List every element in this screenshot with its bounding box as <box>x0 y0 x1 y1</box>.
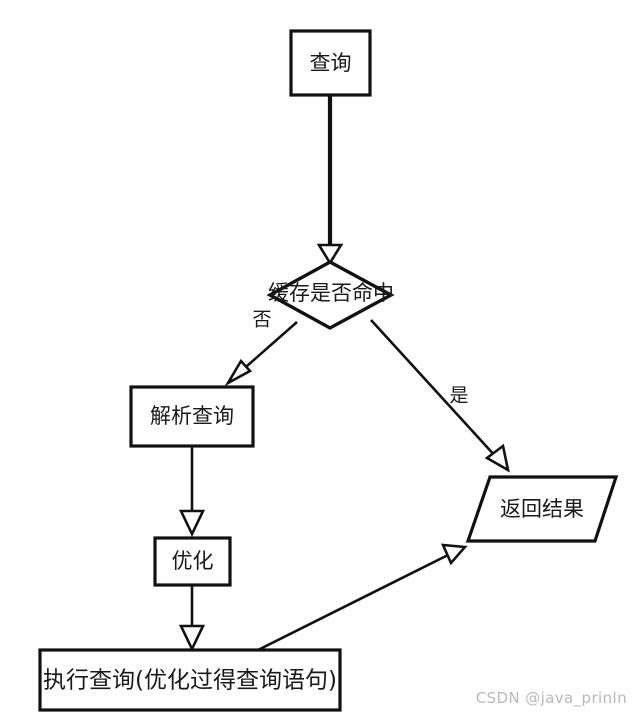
edge-label-yes: 是 <box>449 385 468 407</box>
node-execute-query-shape <box>38 648 342 712</box>
edge-execute-to-return-line <box>257 551 453 652</box>
edge-decision-to-parse-arrowhead <box>224 358 253 387</box>
node-optimize-label: 优化 <box>172 549 214 573</box>
edge-parse-to-optimize-arrowhead <box>178 509 206 538</box>
edge-execute-to-return-arrowhead <box>440 543 468 566</box>
node-parse-query-label: 解析查询 <box>150 404 234 428</box>
edge-query-to-decision-arrowhead <box>316 243 344 266</box>
node-query-label: 查询 <box>310 51 352 75</box>
node-return-result-label: 返回结果 <box>500 497 584 521</box>
edge-query-to-decision <box>316 95 344 266</box>
edge-decision-to-parse-line <box>238 321 298 374</box>
csdn-watermark: CSDN @java_prinln <box>475 689 627 707</box>
node-execute-query[interactable]: 执行查询(优化过得查询语句) <box>38 648 342 712</box>
edge-optimize-to-execute-arrowhead <box>178 624 206 653</box>
node-query[interactable]: 查询 <box>289 29 372 97</box>
node-optimize-shape <box>153 536 232 587</box>
node-parse-query-shape <box>129 385 255 448</box>
edge-optimize-to-execute <box>178 585 206 653</box>
edge-decision-to-return-line <box>370 319 498 459</box>
edge-decision-to-parse: 否 <box>224 309 298 387</box>
node-return-result[interactable]: 返回结果 <box>465 475 619 543</box>
node-cache-decision[interactable]: 缓存是否命中 <box>266 260 395 330</box>
node-cache-decision-shape <box>266 260 395 330</box>
node-optimize[interactable]: 优化 <box>153 536 232 587</box>
edge-decision-to-return-arrowhead <box>484 443 510 473</box>
edge-decision-to-return: 是 <box>370 319 510 473</box>
node-query-shape <box>289 29 372 97</box>
node-return-result-shape <box>465 475 619 543</box>
edge-label-no: 否 <box>252 309 271 331</box>
node-execute-query-label: 执行查询(优化过得查询语句) <box>43 668 337 694</box>
edge-execute-to-return <box>257 543 468 652</box>
node-cache-decision-label: 缓存是否命中 <box>268 281 394 305</box>
node-parse-query[interactable]: 解析查询 <box>129 385 255 448</box>
edge-parse-to-optimize <box>178 446 206 538</box>
